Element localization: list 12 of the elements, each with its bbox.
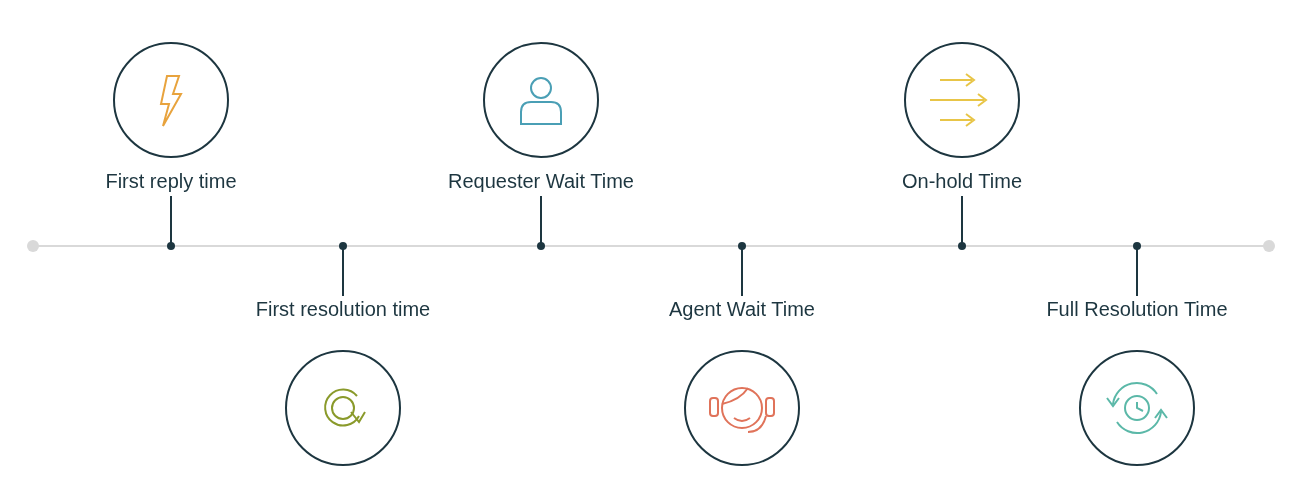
leader-line — [339, 242, 347, 297]
milestone-label: On-hold Time — [901, 170, 1023, 193]
leader-line — [958, 195, 966, 250]
leader-line — [537, 195, 545, 250]
milestone-label: Full Resolution Time — [1046, 298, 1228, 321]
leader-line — [738, 242, 746, 297]
leader-line — [167, 195, 175, 250]
milestone-label: First reply time — [105, 170, 237, 193]
milestone-label: First resolution time — [255, 298, 431, 321]
milestone-label: Agent Wait Time — [669, 298, 815, 321]
milestone-label: Requester Wait Time — [448, 170, 634, 193]
leader-line — [1133, 242, 1141, 297]
